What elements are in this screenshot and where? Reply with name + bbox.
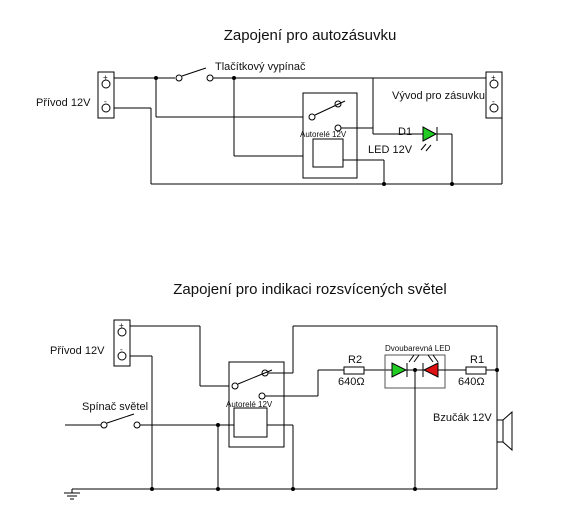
diagram2-r2-value: 640Ω — [338, 376, 365, 388]
terminal1-minus: - — [104, 97, 107, 106]
relay-2 — [228, 361, 285, 448]
ground-symbol — [64, 489, 80, 500]
diagram2-supply-label: Přívod 12V — [50, 345, 105, 357]
diagram2-r1-value: 640Ω — [458, 376, 485, 388]
diagram-indikace: Zapojení pro indikaci rozsvícených světe… — [50, 281, 513, 500]
terminal2-plus: + — [119, 321, 124, 330]
junction-dot — [450, 182, 454, 186]
diagram2-title: Zapojení pro indikaci rozsvícených světe… — [173, 281, 446, 298]
junction-dot — [413, 487, 417, 491]
diagram1-title: Zapojení pro autozásuvku — [224, 27, 397, 44]
diagram2-switch-label: Spínač světel — [82, 401, 148, 413]
led-d1 — [420, 126, 438, 152]
diagram1-supply-label: Přívod 12V — [36, 97, 91, 109]
diagram1-relay-label: Autorelé 12V — [300, 130, 347, 139]
diagram1-diode-label: LED 12V — [368, 144, 413, 156]
diagram-autozasuvka: Zapojení pro autozásuvku + - Přívod 12V … — [36, 27, 503, 186]
output-terminal: + - — [485, 71, 503, 119]
push-button-switch — [175, 67, 214, 82]
diagram1-diode-ref: D1 — [398, 126, 412, 138]
diagram2-r2-ref: R2 — [348, 354, 362, 366]
diagram2-relay-label: Autorelé 12V — [226, 400, 273, 409]
junction-dot — [216, 487, 220, 491]
terminal-out-minus: - — [492, 97, 495, 106]
junction-dot — [150, 487, 154, 491]
supply-terminal-1: + - — [97, 71, 115, 119]
relay-1 — [302, 92, 358, 179]
resistor-r2 — [343, 366, 365, 375]
terminal1-plus: + — [103, 73, 108, 82]
light-switch — [100, 413, 141, 429]
resistor-r1 — [465, 366, 487, 375]
junction-dot — [291, 487, 295, 491]
diagram2-buzzer-label: Bzučák 12V — [433, 412, 492, 424]
supply-terminal-2: + - — [113, 319, 131, 367]
diagram1-switch-label: Tlačítkový vypínač — [215, 61, 306, 73]
diagram1-output-label: Vývod pro zásuvku — [392, 90, 485, 102]
terminal-out-plus: + — [491, 73, 496, 82]
diagram2-r1-ref: R1 — [470, 354, 484, 366]
buzzer — [496, 410, 513, 452]
terminal2-minus: - — [120, 345, 123, 354]
diagram2-bicolor-label: Dvoubarevná LED — [385, 344, 451, 353]
